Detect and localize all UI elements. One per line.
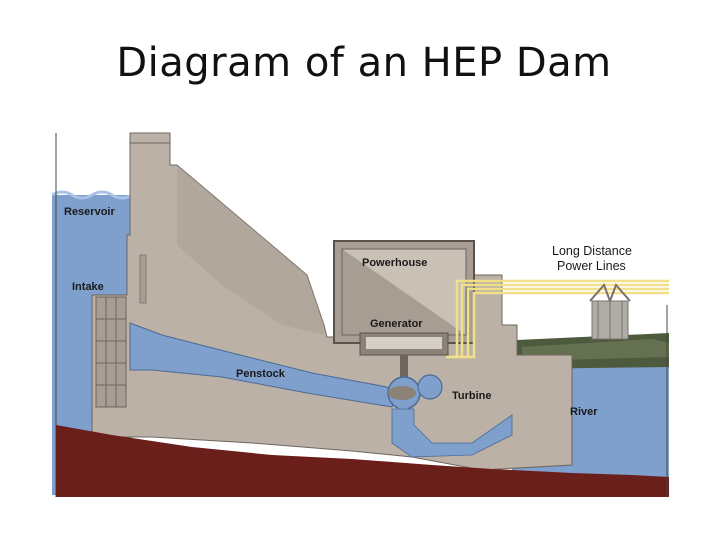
power-lines: [446, 279, 669, 359]
generator: [359, 332, 449, 383]
label-reservoir: Reservoir: [64, 206, 115, 218]
ground: [56, 425, 669, 497]
label-powerhouse: Powerhouse: [362, 257, 427, 269]
intake-grille: [95, 296, 127, 408]
turbine: [387, 374, 443, 425]
label-generator: Generator: [370, 318, 423, 330]
label-power-lines-line1: Long Distance: [552, 244, 632, 258]
transmission-tower: [589, 283, 631, 340]
label-penstock: Penstock: [236, 368, 286, 380]
hep-dam-diagram: Reservoir Intake Powerhouse Generator Pe…: [52, 132, 669, 497]
label-power-lines-line2: Power Lines: [557, 259, 626, 273]
label-river: River: [570, 406, 598, 418]
label-intake: Intake: [72, 281, 104, 293]
tailrace: [391, 408, 513, 458]
slide-title: Diagram of an HEP Dam: [116, 40, 612, 86]
label-turbine: Turbine: [452, 390, 492, 402]
dam-structure: [91, 138, 573, 471]
reservoir-wave: [52, 190, 133, 200]
